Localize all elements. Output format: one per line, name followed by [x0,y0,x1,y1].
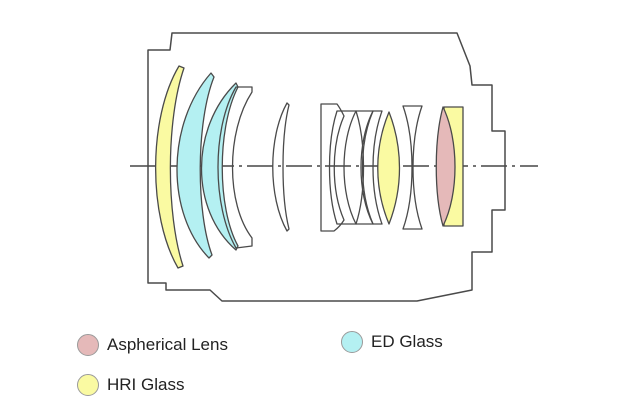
legend-item-hri: HRI Glass [77,373,184,397]
legend-label-hri: HRI Glass [107,375,185,394]
lens-barrel-housing [147,32,506,302]
lens-element-clear-2 [272,102,290,232]
lens-element-ed-1 [176,72,215,259]
ed-circle-icon [341,331,363,353]
hri-circle-icon [77,374,99,396]
legend-label-aspherical: Aspherical Lens [107,335,228,354]
aspherical-circle-icon [77,334,99,356]
legend-item-aspherical: Aspherical Lens [77,333,228,357]
lens-element-clear-1 [217,86,253,249]
lens-element-clear-4 [328,110,357,225]
lens-element-clear-6 [361,110,383,225]
legend-item-ed: ED Glass [341,330,443,354]
lens-element-clear-3 [320,103,345,232]
lens-element-aspherical [435,106,456,227]
lens-cross-section-diagram [130,32,538,302]
lens-element-hri-1 [155,65,185,269]
lens-element-clear-5 [355,110,374,225]
lens-element-hri-2 [377,111,401,225]
lens-element-clear-7 [402,105,423,230]
legend-label-ed: ED Glass [371,332,443,351]
